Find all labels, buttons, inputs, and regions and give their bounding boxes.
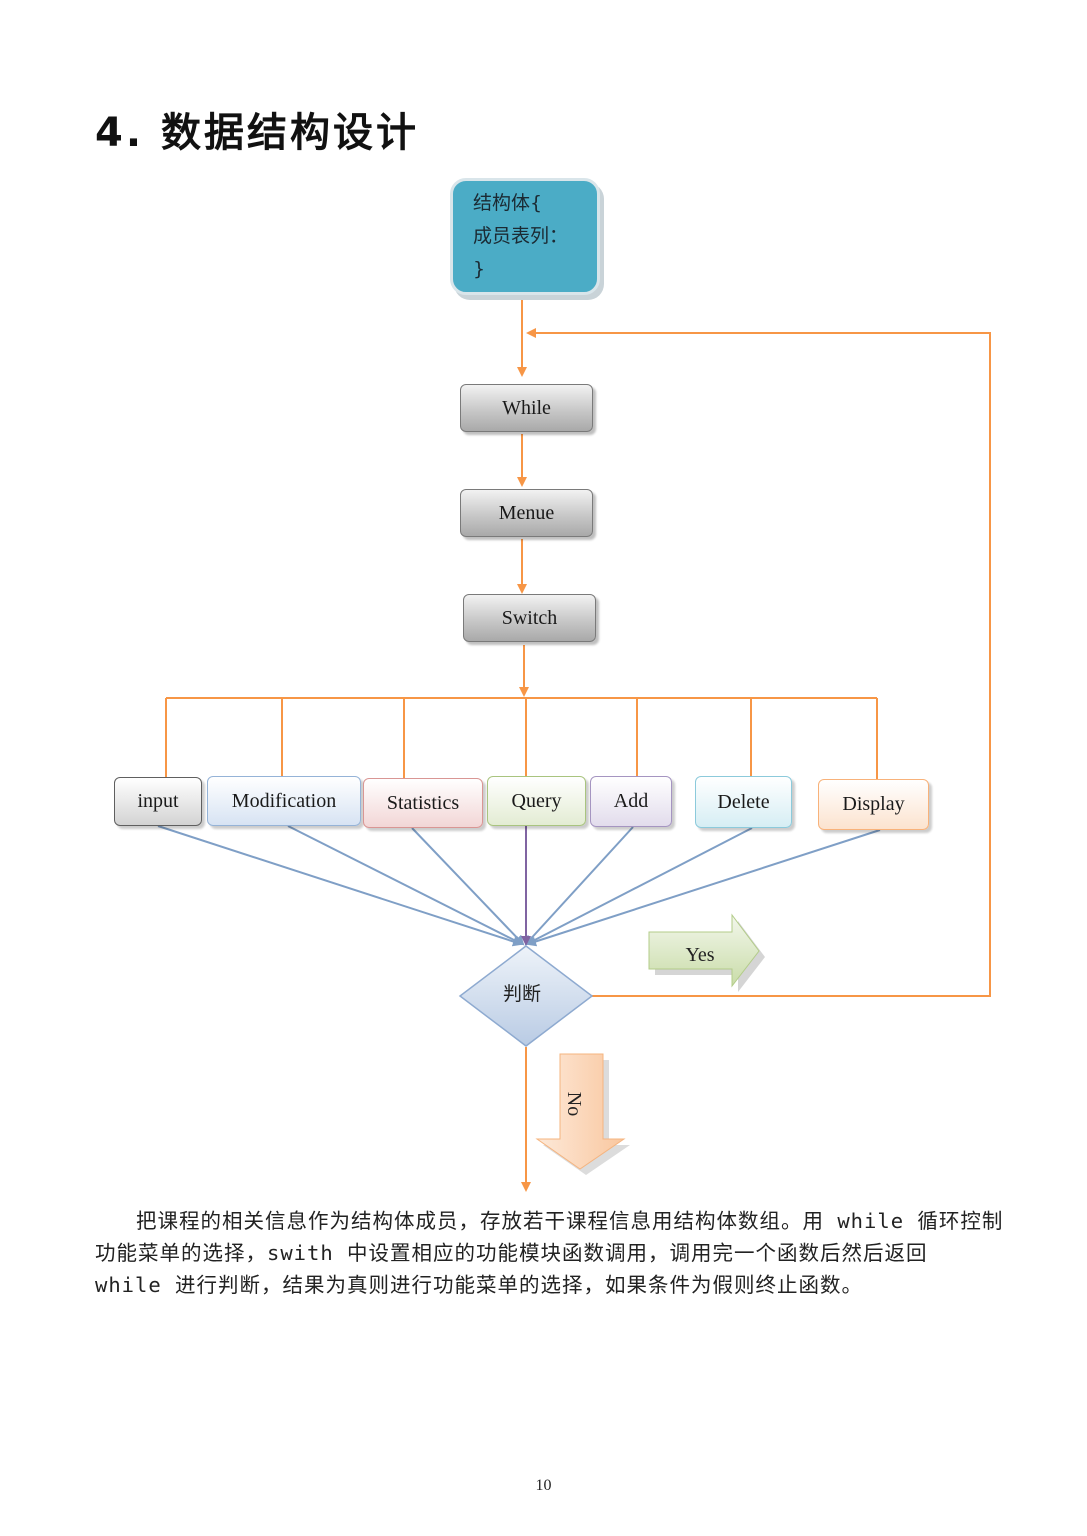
option-label: input: [137, 790, 179, 812]
struct-line: 成员表列：: [473, 225, 569, 247]
option-input: input: [114, 777, 202, 826]
merge-arrow-input: [157, 825, 523, 947]
option-display: Display: [818, 779, 929, 830]
option-label: Display: [842, 793, 905, 815]
no-arrow: No: [535, 1053, 630, 1175]
option-label: Query: [511, 789, 562, 812]
struct-line: 结构体{: [473, 192, 543, 214]
option-statistics: Statistics: [363, 778, 483, 828]
option-label: Statistics: [386, 791, 460, 814]
page-number: 10: [535, 1477, 552, 1494]
struct-node: 结构体{ 成员表列： }: [450, 178, 600, 295]
option-modification: Modification: [207, 776, 361, 826]
merge-arrow-modification: [287, 825, 524, 945]
merge-arrow-add: [524, 826, 634, 946]
no-label: No: [563, 1092, 585, 1116]
merge-arrow-display: [526, 829, 881, 947]
option-label: Delete: [717, 790, 770, 813]
yes-arrow: Yes: [648, 913, 765, 992]
while-node: While: [460, 384, 593, 432]
decision-node: 判断: [458, 945, 594, 1047]
yes-loop-connector: [526, 328, 991, 997]
while-label: While: [502, 396, 551, 419]
switch-node: Switch: [463, 594, 596, 642]
merge-arrow-delete: [525, 827, 753, 945]
option-label: Modification: [231, 789, 337, 812]
option-add: Add: [590, 776, 672, 827]
section-heading: 4. 数据结构设计: [95, 110, 419, 156]
description-paragraph: 把课程的相关信息作为结构体成员，存放若干课程信息用结构体数组。用 while 循…: [95, 1209, 1004, 1297]
flowchart-connectors: 判断 Yes No: [157, 300, 991, 1192]
struct-line: }: [473, 258, 486, 280]
menu-node: Menue: [460, 489, 593, 537]
menu-label: Menue: [498, 501, 555, 524]
option-label: Add: [613, 790, 649, 812]
yes-label: Yes: [685, 944, 714, 966]
switch-label: Switch: [501, 606, 558, 629]
decision-label: 判断: [503, 983, 541, 1005]
option-query: Query: [487, 776, 586, 826]
option-delete: Delete: [695, 776, 792, 828]
merge-arrow-statistics: [411, 827, 525, 946]
